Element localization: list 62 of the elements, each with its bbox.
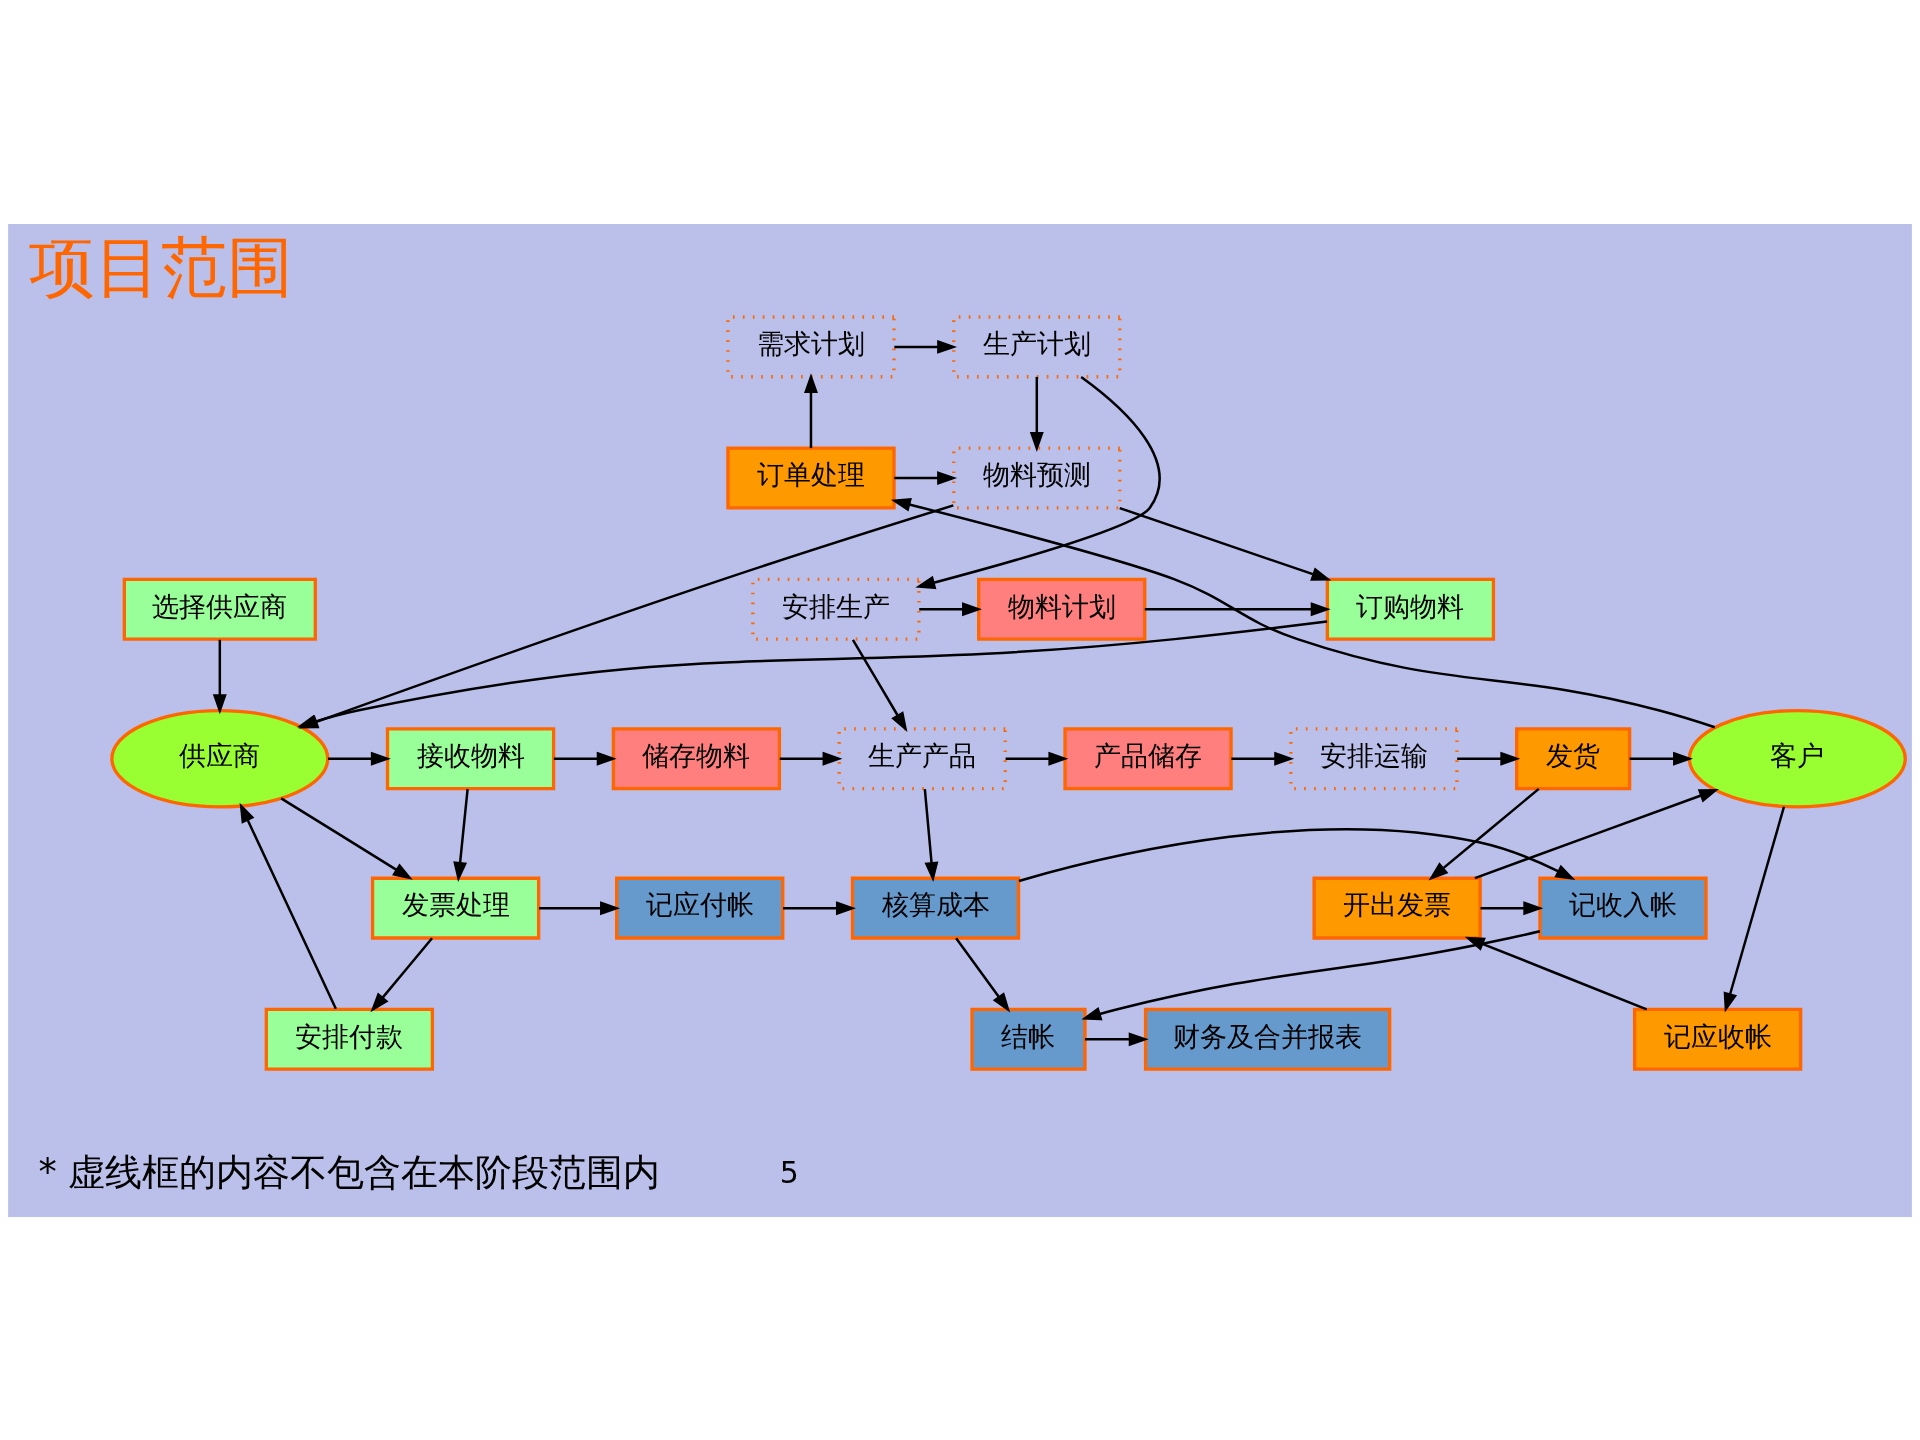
node-box: 核算成本	[850, 876, 1021, 940]
arrow	[783, 900, 856, 915]
node-box: 订购物料	[1325, 577, 1496, 641]
arrow	[553, 751, 617, 766]
arrow	[539, 900, 620, 915]
node-box: 生产产品	[837, 726, 1007, 790]
node-ellipse: 供应商	[110, 708, 330, 808]
node-ellipse: 客户	[1687, 708, 1907, 808]
arrow	[1018, 827, 1576, 882]
diagram-title: 项目范围	[28, 227, 293, 306]
arrow	[804, 372, 818, 448]
arrow	[1723, 805, 1786, 1013]
arrow	[894, 470, 958, 485]
arrow	[1428, 787, 1540, 880]
node-box: 记应付帐	[615, 876, 785, 940]
arrow	[919, 601, 982, 616]
arrow	[1457, 751, 1521, 766]
arrow	[328, 751, 391, 766]
arrow	[1629, 751, 1693, 766]
arrow	[890, 497, 1716, 728]
arrow	[1231, 751, 1295, 766]
arrow	[1480, 900, 1544, 915]
arrow	[280, 796, 413, 880]
arrow	[1464, 936, 1648, 1011]
node-box: 物料计划	[977, 577, 1147, 641]
arrow	[779, 751, 843, 766]
node-box: 需求计划	[726, 314, 896, 378]
arrow	[915, 375, 1161, 589]
node-box: 发货	[1515, 726, 1632, 790]
node-box: 结帐	[970, 1007, 1087, 1071]
arrow	[1474, 788, 1719, 879]
arrow	[1119, 506, 1332, 581]
node-box: 记收入帐	[1538, 876, 1708, 940]
node-box: 订单处理	[726, 446, 896, 510]
arrow	[923, 788, 939, 882]
node-box: 物料预测	[952, 446, 1122, 510]
node-box: 接收物料	[385, 726, 556, 790]
arrow	[955, 936, 1011, 1012]
node-box: 发票处理	[370, 876, 541, 940]
node-box: 选择供应商	[122, 577, 317, 641]
node-box: 记应收帐	[1632, 1007, 1803, 1071]
arrow	[851, 638, 908, 732]
arrow	[1144, 601, 1331, 616]
arrow	[239, 802, 337, 1009]
node-box: 财务及合并报表	[1143, 1007, 1392, 1071]
node-box: 开出发票	[1312, 876, 1482, 940]
arrow	[894, 339, 958, 354]
arrow	[212, 639, 227, 714]
node-box: 产品储存	[1063, 726, 1233, 790]
node-box: 安排生产	[751, 577, 921, 641]
node-box: 储存物料	[611, 726, 782, 790]
node-box: 生产计划	[952, 314, 1122, 378]
arrow	[1029, 376, 1044, 452]
arrow	[1081, 929, 1541, 1020]
node-box: 安排运输	[1289, 726, 1459, 790]
label: 5	[779, 1154, 799, 1190]
arrow	[1005, 751, 1069, 766]
arrow	[1085, 1031, 1149, 1046]
label: * 虚线框的内容不包含在本阶段范围内	[38, 1150, 661, 1194]
arrow	[453, 788, 469, 882]
arrow	[370, 936, 433, 1012]
node-box: 安排付款	[264, 1007, 435, 1071]
